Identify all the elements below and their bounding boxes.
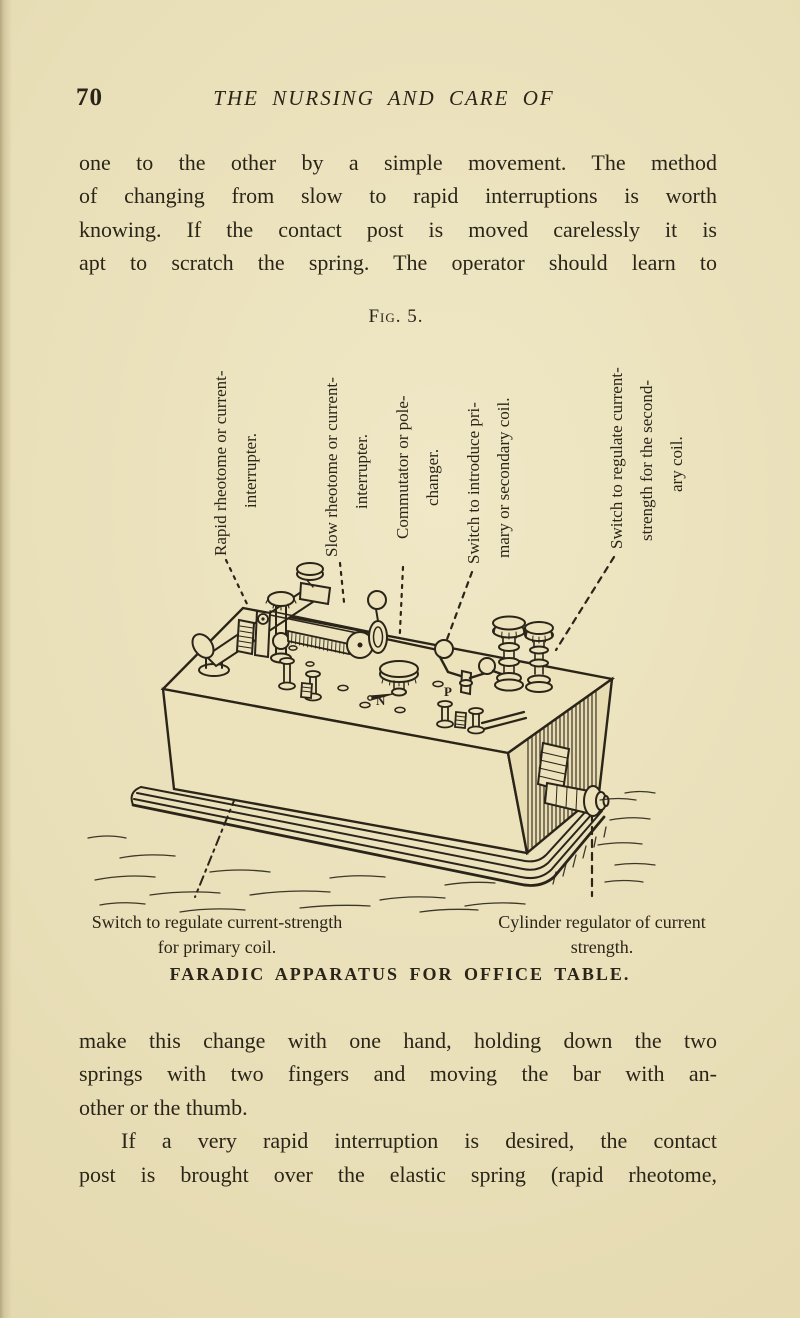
page-number: 70 — [76, 84, 103, 111]
shadow-hatching — [87, 790, 656, 913]
body-line: apt to scratch the spring. The operator … — [79, 250, 717, 276]
lower-right-posts — [436, 700, 528, 735]
label-slow-rheotome: interrupter. — [352, 434, 371, 509]
paragraph-top: one to the other by a simple movement. T… — [79, 146, 717, 280]
label-slow-rheotome: Slow rheotome or current- — [322, 377, 341, 557]
body-line: If a very rapid interruption is desired,… — [121, 1128, 717, 1154]
body-line: of changing from slow to rapid interrupt… — [79, 183, 717, 209]
body-line: springs with two fingers and moving the … — [79, 1061, 717, 1087]
caption-line: Cylinder regulator of current — [498, 912, 706, 932]
primary-switch-posts — [278, 657, 322, 702]
caption-primary-switch: Switch to regulate current-strength for … — [37, 910, 397, 960]
running-header: THE NURSING AND CARE OF — [213, 86, 555, 110]
caption-line: strength. — [570, 937, 634, 957]
body-line: other or the thumb. — [79, 1094, 248, 1120]
top-plate-holes — [288, 645, 444, 714]
label-secondary-switch: Switch to regulate current- — [607, 367, 626, 549]
rheotome-assembly — [191, 562, 440, 677]
label-coil-switch: Switch to introduce pri- — [464, 402, 483, 564]
leader-secondary-switch — [554, 555, 616, 652]
label-secondary-switch: ary coil. — [667, 436, 686, 492]
coil-switch-assembly — [434, 639, 512, 696]
leader-rapid-rheotome — [224, 558, 250, 608]
pole-marking-p: P — [444, 684, 452, 699]
figure-number: Fig. 5. — [368, 306, 424, 327]
leader-slow-rheotome — [338, 561, 346, 604]
label-commutator: changer. — [423, 449, 442, 506]
body-line: knowing. If the contact post is moved ca… — [79, 216, 717, 242]
caption-cylinder-regulator: Cylinder regulator of current strength. — [422, 910, 782, 960]
pole-marking-n: N — [376, 693, 386, 708]
label-commutator: Commutator or pole- — [393, 395, 412, 539]
label-rapid-rheotome: Rapid rheotome or current- — [211, 370, 230, 556]
label-coil-switch: mary or secondary coil. — [494, 398, 513, 559]
caption-line: Switch to regulate current-strength — [91, 912, 343, 932]
label-rapid-rheotome: interrupter. — [241, 433, 260, 508]
caption-line: for primary coil. — [157, 937, 277, 957]
paragraph-bottom: make this change with one hand, holding … — [79, 1024, 717, 1191]
commutator-dial — [367, 660, 419, 701]
body-line: make this change with one hand, holding … — [79, 1028, 717, 1053]
figure-part-labels: Rapid rheotome or current- interrupter. … — [211, 367, 686, 564]
label-secondary-switch: strength for the second- — [637, 380, 656, 541]
leader-coil-switch — [444, 570, 474, 644]
figure-title: FARADIC APPARATUS FOR OFFICE TABLE. — [169, 964, 631, 984]
body-line: one to the other by a simple movement. T… — [79, 150, 717, 175]
body-line: post is brought over the elastic spring … — [79, 1161, 717, 1187]
secondary-binding-posts — [492, 615, 554, 693]
base-molding — [130, 786, 606, 887]
faradic-apparatus-figure: Rapid rheotome or current- interrupter. … — [87, 367, 686, 913]
cylinder-regulator — [536, 741, 610, 817]
